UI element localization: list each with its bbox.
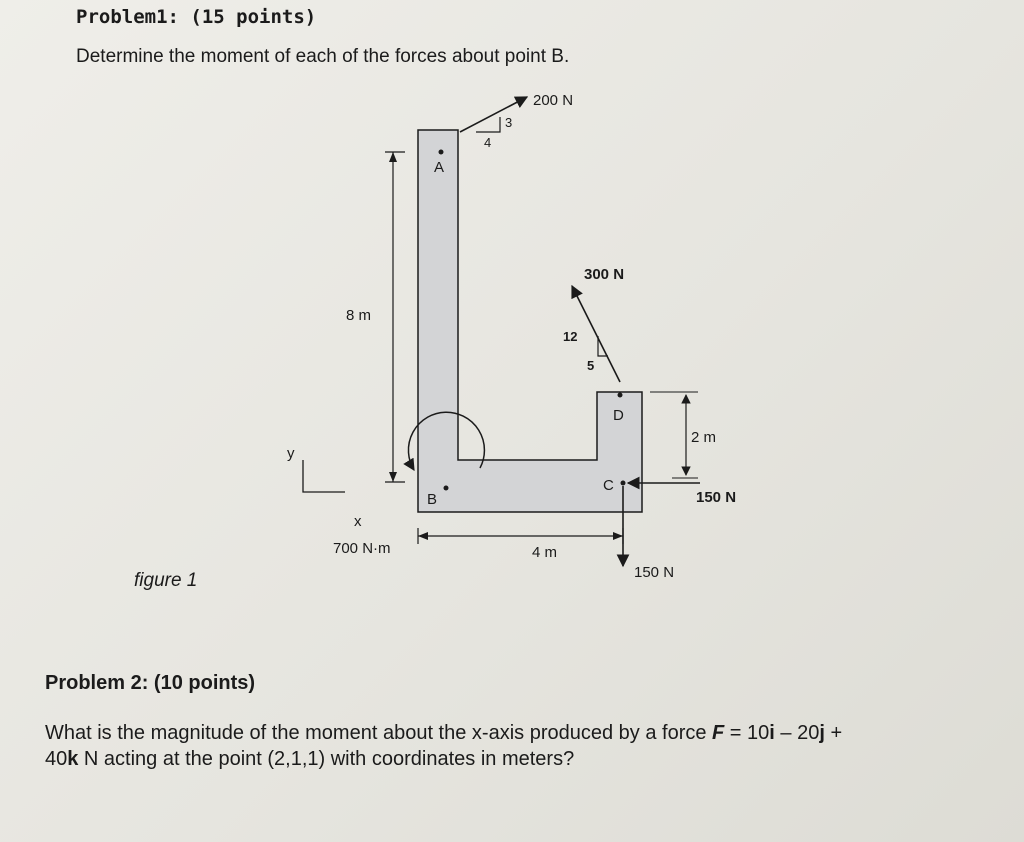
force-300n-arrow [571, 284, 621, 383]
slope-4-label: 4 [484, 135, 491, 150]
l-shaped-member [417, 129, 643, 513]
dimension-8m-label: 8 m [346, 307, 371, 324]
slope-triangle-3-4 [476, 117, 501, 133]
force-150n-horizontal-label: 150 N [696, 489, 736, 506]
force-200n-label: 200 N [533, 92, 573, 109]
slope-3-label: 3 [505, 115, 512, 130]
couple-moment-label: 700 N·m [333, 540, 391, 557]
point-c-marker [620, 480, 626, 486]
problem1-text: Determine the moment of each of the forc… [76, 46, 570, 67]
problem1-title: Problem1: (15 points) [76, 6, 317, 28]
figure-caption: figure 1 [134, 570, 198, 591]
point-b-marker [443, 485, 449, 491]
problem2-line2: 40k N acting at the point (2,1,1) with c… [45, 748, 575, 770]
force-150n-vertical-label: 150 N [634, 564, 674, 581]
dimension-2m-label: 2 m [691, 429, 716, 446]
point-b-label: B [427, 491, 437, 508]
point-c-label: C [603, 477, 614, 494]
force-200n-arrow [459, 96, 529, 133]
slope-12-label: 12 [563, 329, 577, 344]
point-d-marker [617, 392, 623, 398]
dimension-4m-label: 4 m [532, 544, 557, 561]
axis-y-label: y [287, 445, 295, 462]
problem2-line1: What is the magnitude of the moment abou… [45, 722, 843, 744]
problem2-title: Problem 2: (10 points) [45, 672, 256, 694]
axes-xy [302, 460, 345, 493]
axis-x-label: x [354, 513, 362, 530]
couple-moment-arc [403, 411, 486, 472]
slope-5-label: 5 [587, 358, 594, 373]
point-a-label: A [434, 159, 444, 176]
force-300n-label: 300 N [584, 266, 624, 283]
slope-triangle-12-5 [597, 336, 608, 357]
point-d-label: D [613, 407, 624, 424]
point-a-marker [438, 149, 444, 155]
